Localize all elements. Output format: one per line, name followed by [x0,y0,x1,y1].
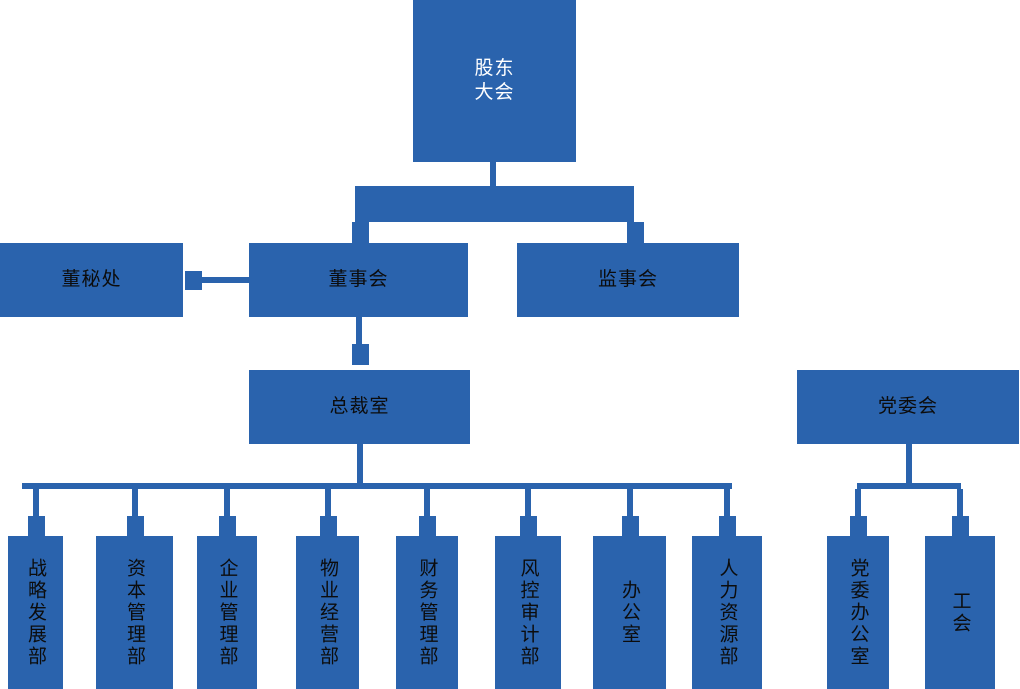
connector-department-drop [324,489,331,518]
node-department[interactable]: 办公室 [593,536,666,689]
node-party-committee[interactable]: 党委会 [797,370,1019,444]
joint-president-office [352,344,369,365]
connector-department-drop [424,489,430,518]
node-label-board-secretary-office: 董秘处 [61,268,122,291]
connector-departments-bus [22,483,732,489]
node-label-board-of-directors: 董事会 [328,268,389,291]
node-board-secretary-office[interactable]: 董秘处 [0,243,183,317]
node-board-of-directors[interactable]: 董事会 [249,243,468,317]
connector-level2-bus [355,186,634,222]
connector-party-drop [906,444,912,483]
node-label-department: 企业管理部 [216,557,239,668]
node-label-department: 资本管理部 [124,557,146,668]
joint-party-department [952,516,969,536]
node-label-department: 风控审计部 [517,557,540,668]
connector-secretary-to-board [196,277,252,283]
node-label-party-committee: 党委会 [877,395,938,418]
node-label-party-department: 党委办公室 [847,557,870,668]
joint-department [126,516,144,536]
node-board-of-supervisors[interactable]: 监事会 [517,243,739,317]
joint-department [319,516,337,536]
node-department[interactable]: 物业经营部 [296,536,359,689]
node-label-department: 人力资源部 [716,557,739,668]
joint-department [621,516,639,536]
node-shareholders-meeting[interactable]: 股东 大会 [413,0,576,162]
connector-party-bus [857,483,961,489]
connector-department-drop [525,489,531,518]
node-department[interactable]: 企业管理部 [197,536,257,689]
connector-shareholders-to-bus [490,162,496,186]
joint-department [27,516,45,536]
node-president-office[interactable]: 总裁室 [249,370,470,444]
node-label-president-office: 总裁室 [329,395,390,418]
connector-department-drop [224,489,230,518]
node-label-department: 财务管理部 [416,557,439,668]
joint-department [419,516,436,536]
connector-department-drop [724,489,730,518]
node-department[interactable]: 财务管理部 [396,536,458,689]
node-department[interactable]: 战略发展部 [8,536,63,689]
joint-board-of-directors [352,222,369,243]
connector-department-drop [32,489,39,518]
node-label-board-of-supervisors: 监事会 [597,268,658,291]
connector-department-drop [131,489,138,518]
joint-board-secretary-link [185,271,202,290]
node-department[interactable]: 资本管理部 [96,536,173,689]
node-party-department[interactable]: 党委办公室 [827,536,889,689]
node-department[interactable]: 人力资源部 [692,536,762,689]
joint-department [520,516,537,536]
node-label-party-department: 工会 [949,590,972,635]
node-party-department[interactable]: 工会 [925,536,995,689]
node-label-department: 物业经营部 [317,557,339,668]
node-label-department: 办公室 [619,579,641,646]
connector-department-drop [626,489,633,518]
connector-party-department-drop [957,489,963,518]
joint-party-department [850,516,867,536]
node-department[interactable]: 风控审计部 [495,536,561,689]
connector-party-department-drop [855,489,861,518]
node-label-department: 战略发展部 [25,557,47,668]
node-label-shareholders-meeting: 股东 大会 [474,57,515,103]
joint-board-of-supervisors [627,222,644,243]
connector-president-drop [357,444,363,483]
joint-department [219,516,236,536]
connector-board-to-president [356,317,362,344]
joint-department [719,516,736,536]
